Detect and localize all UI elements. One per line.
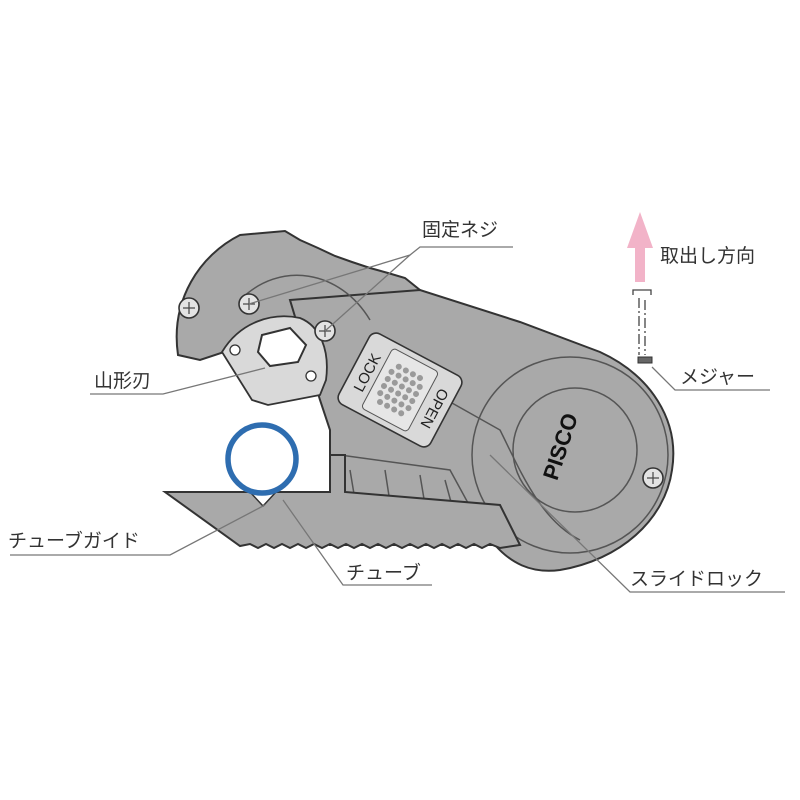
removal-direction-arrow-icon [627, 212, 653, 282]
tube-cross-section [225, 422, 299, 496]
slide-lock[interactable]: LOCK OPEN [335, 330, 464, 449]
label-chevron-blade: 山形刃 [94, 370, 151, 392]
blade-hole-icon [229, 344, 241, 356]
hex-hole-icon [256, 326, 308, 368]
screw-icon [642, 467, 664, 489]
tube-guide-part [161, 454, 522, 550]
label-tube-guide: チューブガイド [8, 529, 140, 552]
blade-hole-icon [305, 370, 317, 382]
label-tube: チューブ [346, 561, 421, 584]
chevron-blade [220, 315, 328, 406]
label-fixing-screws: 固定ネジ [422, 219, 498, 241]
label-removal-direction: 取出し方向 [660, 245, 755, 267]
label-measure: メジャー [680, 366, 755, 388]
label-slide-lock: スライドロック [630, 568, 763, 590]
grip-pattern-icon [377, 363, 423, 417]
measure-tab [632, 289, 653, 364]
leader-lines [10, 246, 785, 593]
screw-icon [178, 297, 200, 319]
